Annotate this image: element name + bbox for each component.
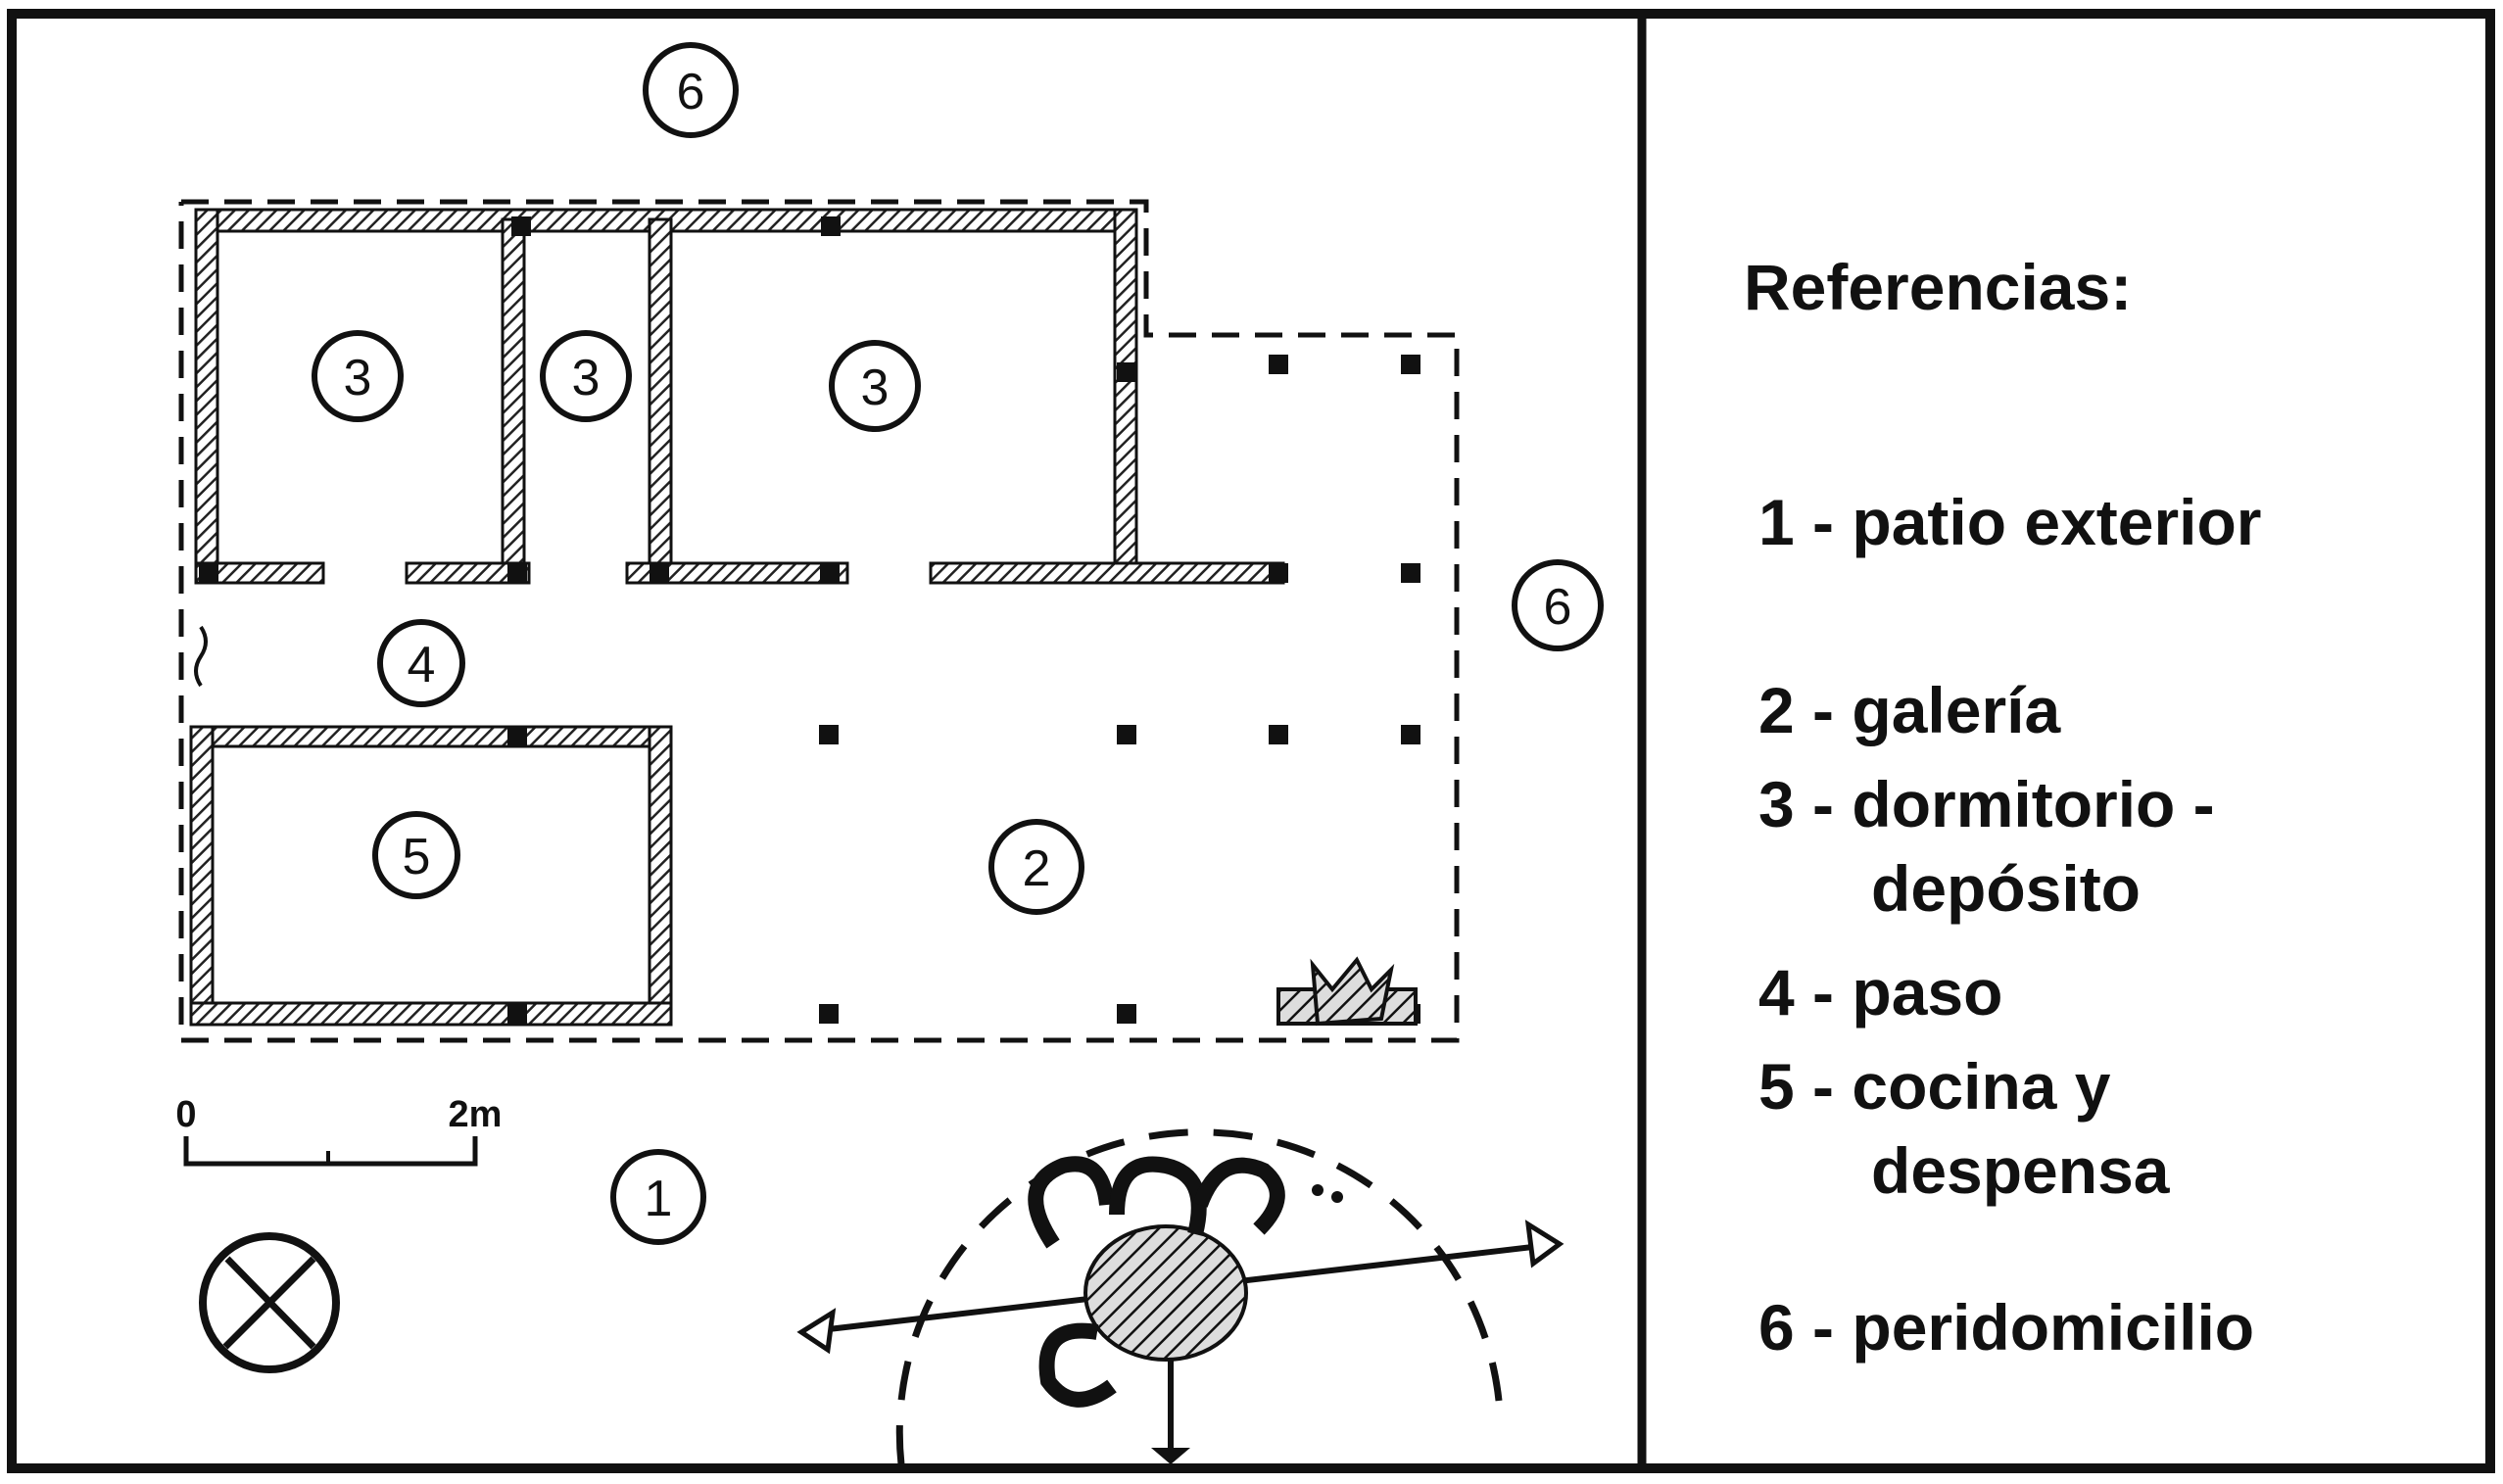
room-label-1: 1: [610, 1149, 706, 1245]
legend-item-1: 1 - patio exterior: [1758, 480, 2261, 564]
svg-text:2: 2: [1023, 840, 1051, 897]
legend-item-2: 2 - galería: [1758, 668, 2060, 752]
legend-item-num: 6 -: [1758, 1291, 1835, 1364]
svg-text:6: 6: [1544, 579, 1572, 636]
tree-symbol: [796, 1128, 1564, 1465]
svg-text:1: 1: [645, 1171, 673, 1227]
svg-text:0: 0: [175, 1094, 196, 1135]
dashed-house-outline: [178, 199, 1460, 1043]
room-label-6-right: 6: [1512, 559, 1604, 651]
legend-item-num: 4 -: [1758, 956, 1835, 1029]
legend-item-text: paso: [1852, 956, 2003, 1029]
outer-border: [7, 9, 2495, 1473]
door-swing-mark: [194, 625, 208, 688]
room-label-2: 2: [988, 819, 1084, 915]
room-label-4: 4: [377, 619, 465, 707]
room-label-6-top: 6: [643, 42, 739, 138]
svg-text:3: 3: [572, 350, 601, 407]
legend-item-num: 5 -: [1758, 1050, 1835, 1123]
legend-item-num: 3 -: [1758, 768, 1835, 840]
legend-panel: Referencias: 1 - patio exterior 2 - gale…: [1665, 39, 2469, 1450]
legend-item-text: patio exterior: [1852, 486, 2262, 558]
legend-item-text-cont: despensa: [1871, 1134, 2170, 1207]
room-label-3-b: 3: [540, 330, 632, 422]
svg-text:4: 4: [408, 637, 436, 694]
legend-item-text: galería: [1852, 674, 2061, 746]
legend-item-text: peridomicilio: [1852, 1291, 2255, 1364]
legend-item-text: cocina y: [1852, 1050, 2111, 1123]
well-symbol: [199, 1232, 340, 1373]
room-label-3-c: 3: [829, 340, 921, 432]
svg-text:2m: 2m: [449, 1094, 503, 1135]
room-label-5: 5: [372, 811, 460, 899]
legend-item-num: 1 -: [1758, 486, 1835, 558]
legend-item-num: 2 -: [1758, 674, 1835, 746]
svg-text:3: 3: [861, 359, 890, 416]
room-label-3-a: 3: [312, 330, 404, 422]
legend-item-4: 4 - paso: [1758, 950, 2002, 1034]
scale-bar: 0 2m: [175, 1094, 503, 1167]
legend-item-text: dormitorio -: [1852, 768, 2215, 840]
hearth-pile: [1276, 956, 1418, 1027]
legend-item-text-cont: depósito: [1871, 852, 2141, 925]
svg-text:5: 5: [403, 829, 431, 886]
svg-text:6: 6: [677, 64, 705, 120]
legend-title: Referencias:: [1744, 251, 2133, 323]
legend-item-6: 6 - peridomicilio: [1758, 1285, 2254, 1369]
legend-item-5: 5 - cocina y despensa: [1758, 1044, 2169, 1213]
walls: [189, 208, 1285, 1027]
legend-item-3: 3 - dormitorio - depósito: [1758, 762, 2215, 931]
svg-text:3: 3: [344, 350, 372, 407]
